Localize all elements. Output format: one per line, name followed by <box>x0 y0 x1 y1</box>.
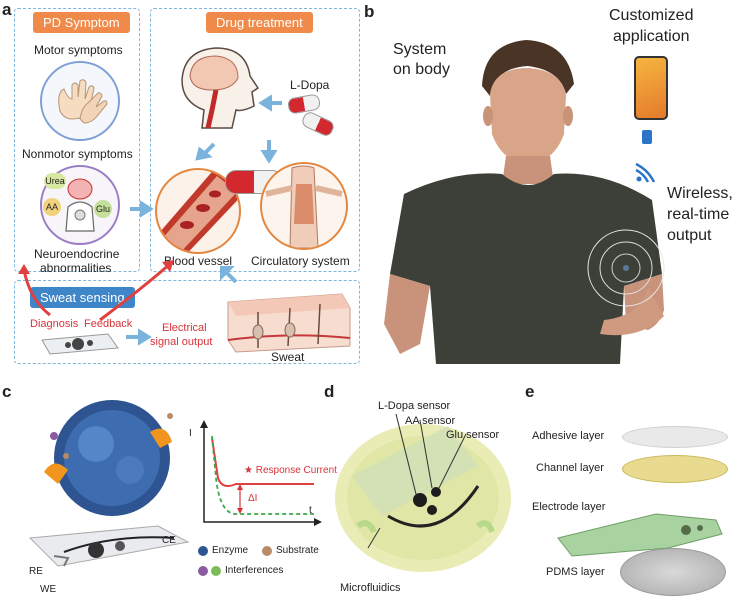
diagnosis-label: Diagnosis <box>30 318 79 330</box>
body-outline-icon <box>65 178 95 232</box>
channel-layer-label: Channel layer <box>536 462 604 474</box>
pd-symptom-tag: PD Symptom <box>33 12 130 33</box>
brain-head-icon <box>172 40 262 132</box>
panel-c-label: c <box>2 382 12 401</box>
wireless-line1: Wireless, <box>667 185 733 202</box>
customized-line2: application <box>613 28 690 45</box>
arrow-icon <box>126 328 152 349</box>
glu-bubble: Glu <box>94 200 112 218</box>
adhesive-layer-disc <box>622 426 728 448</box>
circulatory-system-circle <box>260 162 348 250</box>
pdms-layer-label: PDMS layer <box>546 566 605 578</box>
wireless-line3: output <box>667 227 712 244</box>
panel-b-label: b <box>364 2 375 21</box>
person-illustration <box>384 40 665 364</box>
t-axis-label: t <box>309 505 312 516</box>
microfluidics-label: Microfluidics <box>340 582 401 594</box>
response-current-plot <box>200 420 322 526</box>
neuroendocrine-line2: abnormalities <box>40 261 112 275</box>
blood-vessel-circle <box>155 168 241 254</box>
response-current-text: Response Current <box>255 465 337 476</box>
re-label: RE <box>29 566 43 577</box>
electrode-strip-illustration <box>28 525 190 567</box>
system-on-body-line1: System <box>393 41 447 58</box>
panel-e-label: e <box>525 382 535 401</box>
drug-treatment-box <box>150 8 360 272</box>
interferences-legend-icon <box>198 566 208 576</box>
wireless-line2: real-time <box>667 206 730 223</box>
sweat-sensing-tag: Sweat sensing <box>30 287 135 308</box>
feedback-label: Feedback <box>84 318 133 330</box>
glu-sensor-label: Glu sensor <box>446 429 500 441</box>
response-current-line <box>211 437 314 487</box>
enzyme-legend-label: Enzyme <box>212 545 249 556</box>
hands-icon <box>58 79 108 124</box>
customized-line1: Customized <box>609 7 694 24</box>
drug-treatment-tag: Drug treatment <box>206 12 313 33</box>
bluetooth-icon <box>642 130 652 144</box>
skin-cross-section <box>218 288 352 353</box>
feedback-arrows <box>18 260 174 322</box>
arrow-icon <box>220 266 238 289</box>
ldopa-label: L-Dopa <box>290 78 330 92</box>
aa-sensor-label: AA sensor <box>405 415 456 427</box>
electrical-line2: signal output <box>150 336 213 348</box>
system-on-body-line2: on body <box>393 61 450 78</box>
neuroendocrine-line1: Neuroendocrine <box>34 247 120 261</box>
electrode-layer-illustration <box>557 513 723 557</box>
sweat-sensing-box <box>14 280 360 364</box>
aa-bubble: AA <box>43 198 61 216</box>
electrical-line1: Electrical <box>162 322 207 334</box>
enzyme-legend-icon <box>198 546 208 556</box>
smartphone-icon <box>634 56 668 120</box>
response-current-label: ★ Response Current <box>244 465 337 476</box>
pd-symptom-box <box>14 8 140 272</box>
arrow-icon <box>260 140 278 165</box>
interferences-legend-label: Interferences <box>225 565 284 576</box>
i-axis-label: I <box>189 428 192 439</box>
channel-layer-disc <box>622 455 728 483</box>
microfluidic-patch-illustration <box>335 413 511 572</box>
nonmotor-symptoms-label: Nonmotor symptoms <box>22 147 133 161</box>
arrow-icon <box>130 200 154 221</box>
substrate-legend-icon <box>262 546 272 556</box>
interferences-legend-icon-2 <box>211 566 221 576</box>
panel-d-label: d <box>324 382 335 401</box>
wifi-icon <box>634 160 660 189</box>
ldopa-sensor-label: L-Dopa sensor <box>378 400 451 412</box>
adhesive-layer-label: Adhesive layer <box>532 430 605 442</box>
panel-a-label: a <box>2 0 12 19</box>
delta-i-label: ΔI <box>248 493 258 504</box>
we-label: WE <box>40 584 57 595</box>
motor-symptoms-circle <box>40 61 120 141</box>
urea-bubble: Urea <box>44 173 66 189</box>
substrate-legend-label: Substrate <box>276 545 319 556</box>
blood-vessel-label: Blood vessel <box>164 254 233 268</box>
electrode-layer-label: Electrode layer <box>532 501 606 513</box>
pdms-layer-disc <box>620 548 726 596</box>
sweat-sensor-patch <box>38 332 120 356</box>
motor-symptoms-label: Motor symptoms <box>34 43 123 57</box>
sweat-label: Sweat <box>271 350 305 364</box>
arrow-icon <box>258 94 282 115</box>
baseline-dashed-line <box>211 435 314 515</box>
arrow-icon <box>195 142 216 165</box>
ce-label: CE <box>162 535 176 546</box>
circulatory-system-label: Circulatory system <box>251 254 350 268</box>
nanosphere-illustration <box>44 400 173 516</box>
